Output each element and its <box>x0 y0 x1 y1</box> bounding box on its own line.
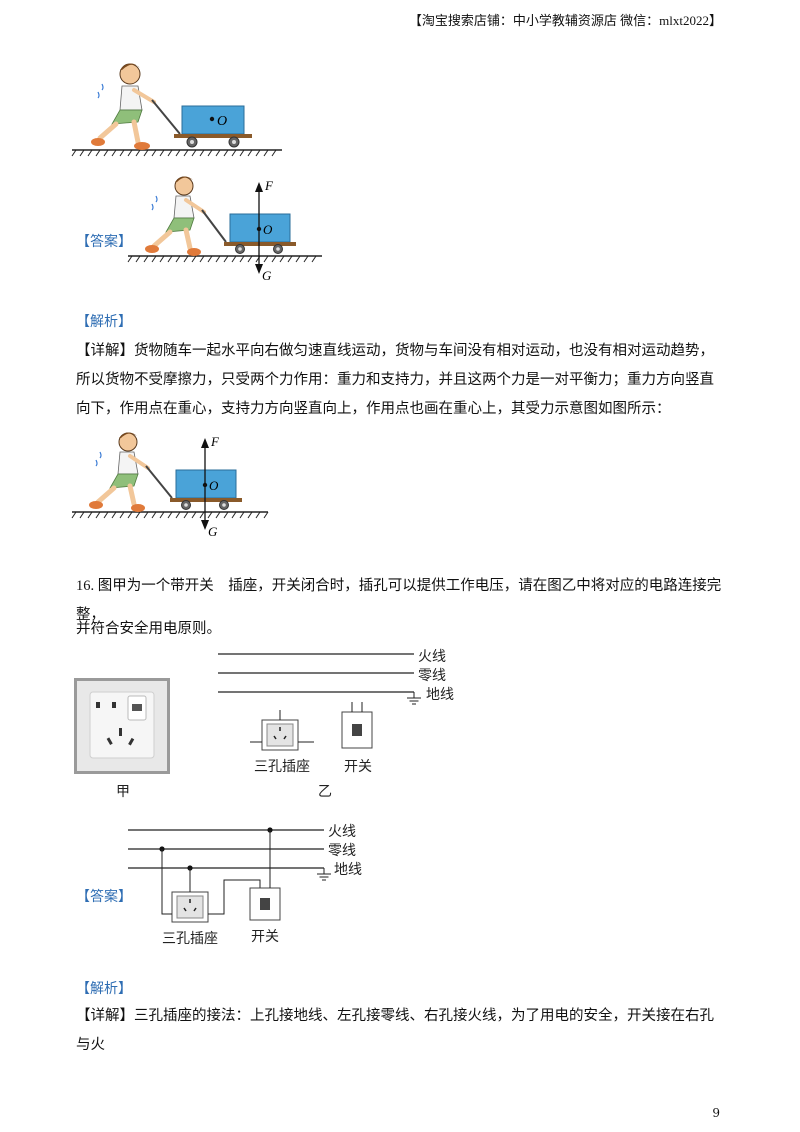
wiring-figure-question <box>218 653 421 751</box>
analysis-label: 【解析】 <box>76 315 132 330</box>
ground-wire-label: 地线 <box>426 686 454 702</box>
detail-paragraph-q15: 【详解】货物随车一起水平向右做匀速直线运动，货物与车间没有相对运动，也没有相对运… <box>76 343 714 417</box>
figure-a-label: 甲 <box>116 783 130 799</box>
wiring-figure-answer <box>128 827 331 923</box>
force-f-label: F <box>210 434 220 449</box>
cart-figure-question: O <box>71 63 282 157</box>
figure-b-label: 乙 <box>318 783 332 799</box>
socket-photo-figure <box>74 678 170 774</box>
neutral-wire-label: 零线 <box>328 842 356 858</box>
force-f-label: F <box>264 178 274 193</box>
point-o-label: O <box>263 222 273 237</box>
point-o-label: O <box>209 478 219 493</box>
socket-label: 三孔插座 <box>254 758 310 774</box>
live-wire-label: 火线 <box>418 648 446 664</box>
switch-label: 开关 <box>344 758 372 774</box>
question-16-line2: 并符合安全用电原则。 <box>76 621 221 637</box>
point-o-label: O <box>217 114 227 129</box>
page-header: 【淘宝搜索店铺：中小学教辅资源店 微信：mlxt2022】 <box>408 13 722 28</box>
detail-paragraph-q16: 【详解】三孔插座的接法：上孔接地线、左孔接零线、右孔接火线，为了用电的安全，开关… <box>76 1008 714 1053</box>
neutral-wire-label: 零线 <box>418 667 446 683</box>
force-g-label: G <box>208 524 218 539</box>
switch-label: 开关 <box>251 928 279 944</box>
analysis-label: 【解析】 <box>76 982 132 997</box>
socket-label: 三孔插座 <box>162 930 218 946</box>
ground-wire-label: 地线 <box>334 861 362 877</box>
answer-label: 【答案】 <box>76 235 132 250</box>
answer-label: 【答案】 <box>76 890 132 905</box>
live-wire-label: 火线 <box>328 823 356 839</box>
page-number: 9 <box>712 1106 720 1120</box>
cart-figure-detail: F O G <box>71 432 269 539</box>
cart-figure-answer: F O G <box>127 176 322 283</box>
force-g-label: G <box>262 268 272 283</box>
question-16-line1: 16. 图甲为一个带开关 插座，开关闭合时，插孔可以提供工作电压，请在图乙中将对… <box>76 578 722 623</box>
